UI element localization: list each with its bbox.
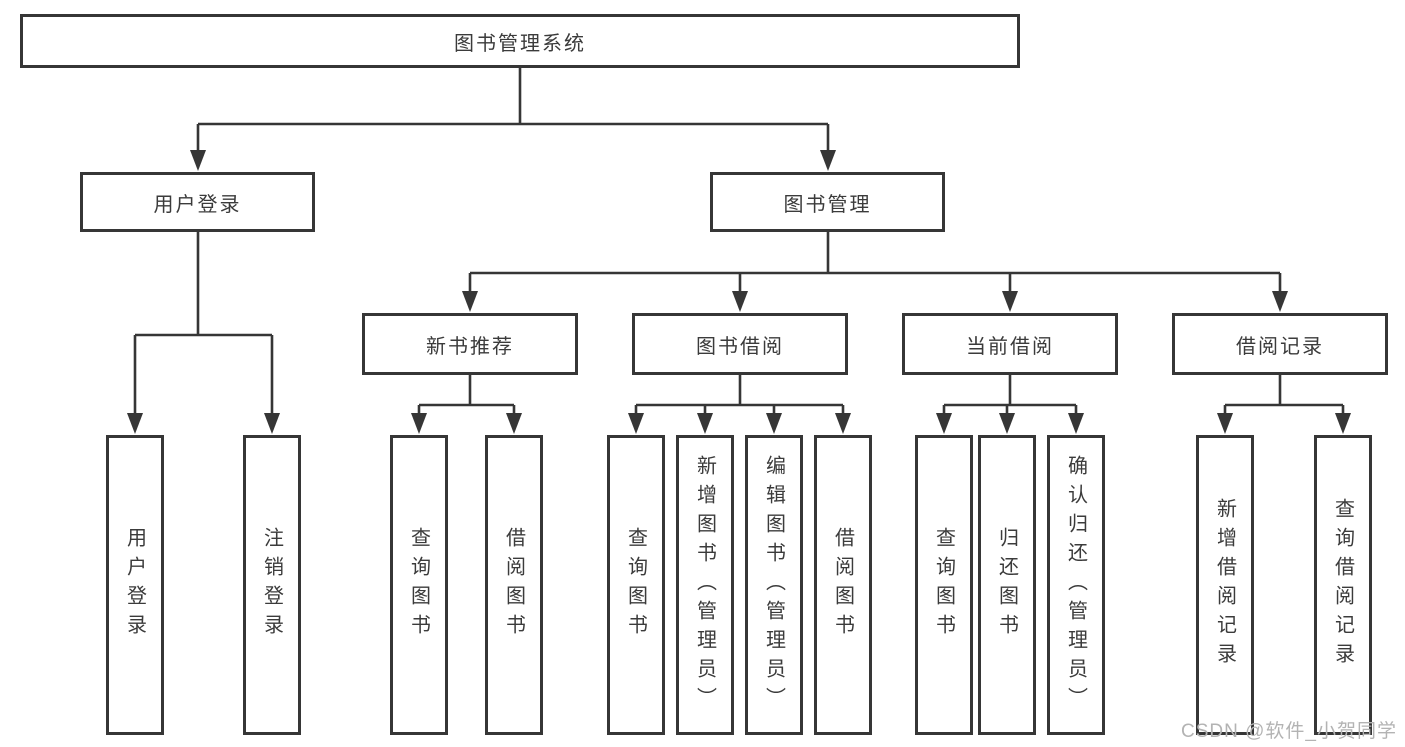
leaf-label: 查询图书: [624, 527, 647, 643]
node-book-management: 图书管理: [710, 172, 945, 232]
leaf-query-borrow-record: 查询借阅记录: [1314, 435, 1372, 735]
leaf-label: 查询借阅记录: [1331, 498, 1354, 672]
leaf-label: 查询图书: [407, 527, 430, 643]
leaf-add-borrow-record: 新增借阅记录: [1196, 435, 1254, 735]
arrowhead-icons: [127, 150, 1351, 434]
node-root: 图书管理系统: [20, 14, 1020, 68]
leaf-borrow-books: 借阅图书: [814, 435, 872, 735]
node-new-book-recommend: 新书推荐: [362, 313, 578, 375]
leaf-query-books-borrow: 查询图书: [607, 435, 665, 735]
leaf-label: 编辑图书（管理员）: [762, 454, 785, 716]
leaf-add-book-admin: 新增图书（管理员）: [676, 435, 734, 735]
leaf-borrow-books-recommend: 借阅图书: [485, 435, 543, 735]
leaf-label: 确认归还（管理员）: [1064, 454, 1087, 716]
leaf-logout: 注销登录: [243, 435, 301, 735]
leaf-user-login: 用户登录: [106, 435, 164, 735]
leaf-label: 新增借阅记录: [1213, 498, 1236, 672]
leaf-edit-book-admin: 编辑图书（管理员）: [745, 435, 803, 735]
leaf-query-books-recommend: 查询图书: [390, 435, 448, 735]
leaf-label: 注销登录: [260, 527, 283, 643]
node-current-borrow: 当前借阅: [902, 313, 1118, 375]
leaf-query-books-current: 查询图书: [915, 435, 973, 735]
watermark: CSDN @软件_小贺同学: [1181, 721, 1397, 742]
node-user-login: 用户登录: [80, 172, 315, 232]
leaf-label: 借阅图书: [502, 527, 525, 643]
leaf-label: 归还图书: [995, 527, 1018, 643]
leaf-return-book: 归还图书: [978, 435, 1036, 735]
leaf-label: 查询图书: [932, 527, 955, 643]
leaf-confirm-return-admin: 确认归还（管理员）: [1047, 435, 1105, 735]
node-book-borrow: 图书借阅: [632, 313, 848, 375]
leaf-label: 借阅图书: [831, 527, 854, 643]
node-borrow-records: 借阅记录: [1172, 313, 1388, 375]
leaf-label: 新增图书（管理员）: [693, 454, 716, 716]
leaf-label: 用户登录: [123, 527, 146, 643]
